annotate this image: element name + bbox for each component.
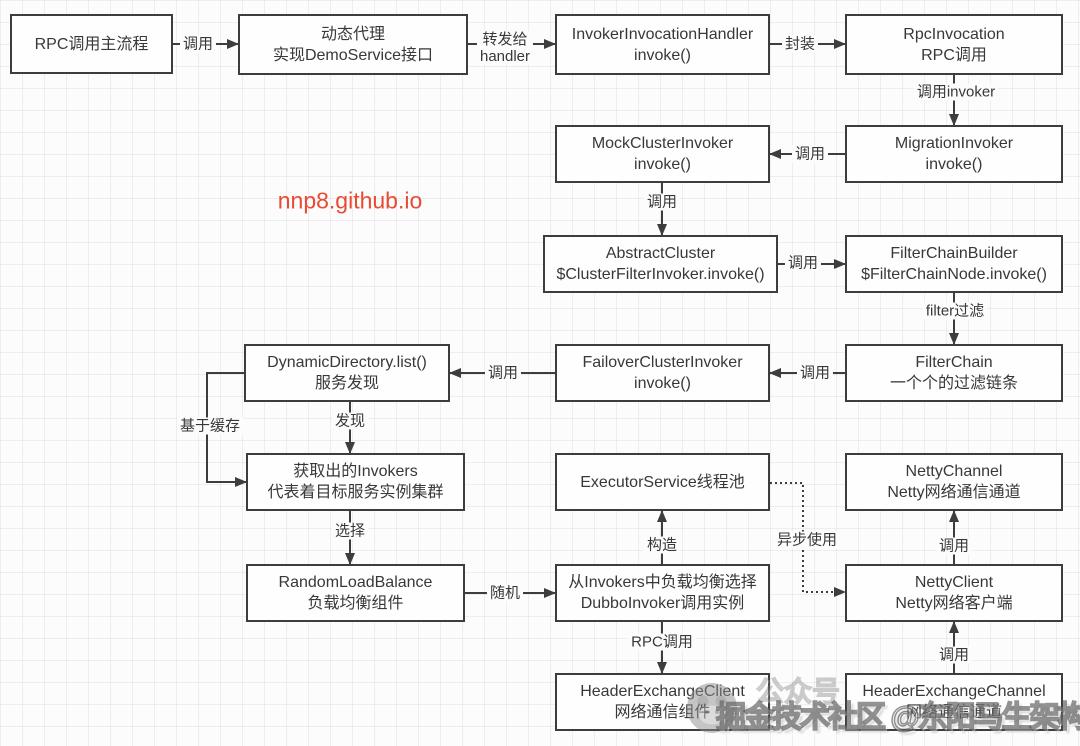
node-label: FilterChain bbox=[915, 354, 993, 371]
node-label: NettyClient bbox=[914, 574, 994, 591]
label-random: 随机 bbox=[486, 584, 524, 602]
node-label: FailoverClusterInvoker bbox=[582, 354, 743, 371]
node-label: NettyChannel bbox=[905, 463, 1003, 480]
node-label: 网络通信通道 bbox=[905, 704, 1002, 721]
node-invoker-invocation-handler: InvokerInvocationHandler invoke() bbox=[555, 14, 770, 75]
node-rpc-main-flow: RPC调用主流程 bbox=[10, 14, 173, 74]
edge-label-line: 异步使用 bbox=[776, 531, 838, 549]
node-label: AbstractCluster bbox=[605, 245, 716, 262]
label-select: 选择 bbox=[331, 522, 369, 540]
label-filter: filter过滤 bbox=[922, 302, 988, 320]
edge-label-line: 调用 bbox=[938, 646, 970, 664]
edge-label-line: 随机 bbox=[489, 584, 521, 602]
edge-label-line: 调用 bbox=[799, 364, 831, 382]
node-label: MigrationInvoker bbox=[894, 135, 1014, 152]
edge-label-line: 调用 bbox=[794, 145, 826, 163]
node-label: RPC调用主流程 bbox=[34, 35, 149, 53]
edge-label-line: 调用invoker bbox=[916, 83, 996, 101]
node-filter-chain-builder: FilterChainBuilder $FilterChainNode.invok… bbox=[845, 235, 1063, 293]
label-invoke-filterchain-failover: 调用 bbox=[796, 364, 834, 382]
edge-label-line: 调用 bbox=[787, 254, 819, 272]
edge-label-line: 构造 bbox=[646, 536, 678, 554]
edge-label-line: 发现 bbox=[334, 412, 366, 430]
node-label: invoke() bbox=[925, 156, 983, 173]
site-label: nnp8.github.io bbox=[277, 187, 423, 214]
label-invoke-invoker: 调用invoker bbox=[913, 83, 999, 101]
node-label: ExecutorService线程池 bbox=[580, 473, 745, 491]
node-label: RpcInvocation bbox=[903, 25, 1005, 43]
edge-label-line: 转发给 bbox=[482, 31, 528, 48]
node-dynamic-directory: DynamicDirectory.list() 服务发现 bbox=[244, 344, 450, 402]
node-label: 获取出的Invokers bbox=[293, 463, 418, 480]
node-label: invoke() bbox=[634, 156, 691, 173]
node-filter-chain: FilterChain 一个个的过滤链条 bbox=[845, 344, 1063, 402]
node-label: InvokerInvocationHandler bbox=[571, 25, 754, 43]
node-migration-invoker: MigrationInvoker invoke() bbox=[845, 125, 1063, 183]
watermark-text: 掘金技术社区 @东阳马生架构 bbox=[715, 700, 1080, 735]
node-label: invoke() bbox=[634, 46, 691, 64]
edge-label-line: 调用 bbox=[938, 537, 970, 555]
node-label: 网络通信组件 bbox=[614, 704, 711, 721]
node-header-exchange-channel: HeaderExchangeChannel 网络通信通道 bbox=[845, 673, 1063, 731]
edge-label-line: 调用 bbox=[487, 364, 519, 382]
node-label: HeaderExchangeChannel bbox=[862, 683, 1046, 700]
edge-label-line: 调用 bbox=[646, 193, 678, 211]
node-label: 负载均衡组件 bbox=[307, 595, 404, 612]
node-label: Netty网络客户端 bbox=[895, 595, 1013, 612]
node-executor-service: ExecutorService线程池 bbox=[555, 453, 770, 511]
label-encapsulate: 封装 bbox=[781, 35, 819, 53]
node-label: DubboInvoker调用实例 bbox=[580, 595, 745, 612]
node-loadbalance-select: 从Invokers中负载均衡选择 DubboInvoker调用实例 bbox=[555, 564, 770, 622]
edge-executorservice-to-nettyclient-async bbox=[770, 482, 846, 597]
node-label: MockClusterInvoker bbox=[591, 135, 734, 152]
node-failover-cluster-invoker: FailoverClusterInvoker invoke() bbox=[555, 344, 770, 402]
label-discover: 发现 bbox=[331, 412, 369, 430]
label-async-use: 异步使用 bbox=[773, 531, 841, 549]
node-label: 服务发现 bbox=[314, 375, 379, 392]
node-label: 代表着目标服务实例集群 bbox=[267, 484, 444, 501]
edge-label-line: 选择 bbox=[334, 522, 366, 540]
edge-label-line: 调用 bbox=[182, 35, 214, 53]
label-invoke-cluster-filterbuilder: 调用 bbox=[784, 254, 822, 272]
label-invoke-client-channel: 调用 bbox=[935, 537, 973, 555]
label-invoke-channel-client: 调用 bbox=[935, 646, 973, 664]
node-got-invokers: 获取出的Invokers 代表着目标服务实例集群 bbox=[246, 453, 465, 511]
node-label: RandomLoadBalance bbox=[278, 574, 433, 591]
label-cache-based: 基于缓存 bbox=[176, 417, 244, 435]
label-invoke-mock-cluster: 调用 bbox=[643, 193, 681, 211]
node-label: invoke() bbox=[634, 375, 691, 392]
node-label: 实现DemoService接口 bbox=[272, 46, 434, 64]
edge-label-line: 封装 bbox=[784, 35, 816, 53]
label-invoke-failover-directory: 调用 bbox=[484, 364, 522, 382]
label-rpc-call: RPC调用 bbox=[628, 633, 696, 651]
node-label: $ClusterFilterInvoker.invoke() bbox=[556, 266, 765, 283]
node-label: 一个个的过滤链条 bbox=[889, 375, 1018, 392]
label-construct: 构造 bbox=[643, 536, 681, 554]
juejin-mascot-icon bbox=[687, 683, 737, 733]
edge-label-line: RPC调用 bbox=[631, 633, 693, 651]
node-label: FilterChainBuilder bbox=[890, 245, 1018, 262]
node-label: DynamicDirectory.list() bbox=[267, 354, 427, 371]
node-label: 动态代理 bbox=[320, 25, 385, 43]
node-label: RPC调用 bbox=[921, 46, 987, 64]
node-mock-cluster-invoker: MockClusterInvoker invoke() bbox=[555, 125, 770, 183]
edge-label-line: filter过滤 bbox=[925, 302, 985, 320]
node-label: $FilterChainNode.invoke() bbox=[861, 266, 1047, 283]
node-abstract-cluster: AbstractCluster $ClusterFilterInvoker.inv… bbox=[543, 235, 778, 293]
watermark-overlay: 公众号 bbox=[755, 675, 841, 707]
node-label: 从Invokers中负载均衡选择 bbox=[568, 574, 757, 591]
edge-label-line: handler bbox=[479, 48, 531, 65]
node-dynamic-proxy: 动态代理实现DemoService接口 bbox=[238, 14, 468, 75]
node-random-load-balance: RandomLoadBalance 负载均衡组件 bbox=[246, 564, 465, 622]
edge-label-line: 基于缓存 bbox=[179, 417, 241, 435]
label-invoke-migration-mock: 调用 bbox=[791, 145, 829, 163]
label-invoke-main-proxy: 调用 bbox=[179, 35, 217, 53]
node-label: Netty网络通信通道 bbox=[887, 484, 1021, 501]
